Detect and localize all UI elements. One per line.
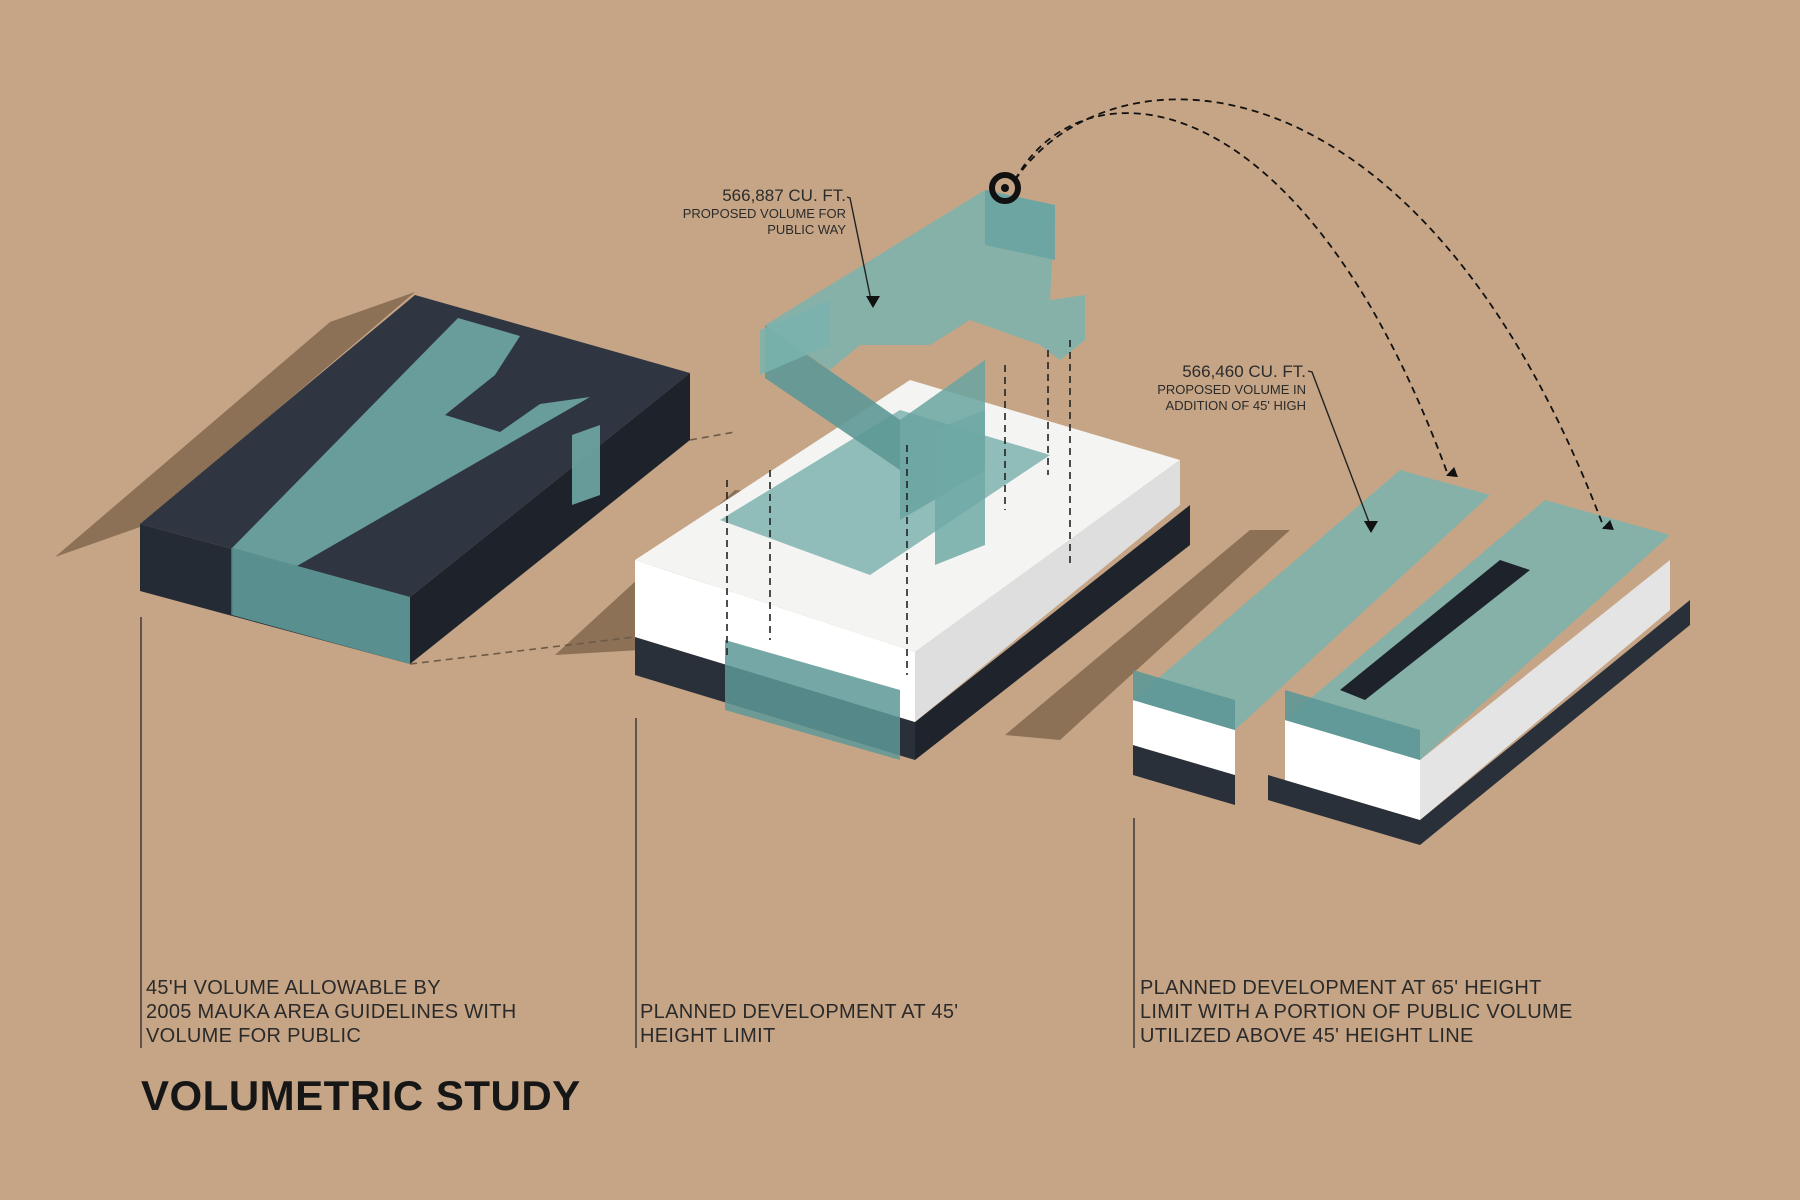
block-65ft-development [1005,470,1690,845]
block3-court-gap [1340,560,1530,700]
caption-leaders [140,617,1135,1048]
block3-right-base [1268,600,1690,845]
block3-left-glass [1133,470,1490,730]
caption-65ft-development: PLANNED DEVELOPMENT AT 65' HEIGHT LIMIT … [1140,976,1573,1048]
callout-leaders [846,196,1373,531]
callout-volume-above-45: 566,460 CU. FT. PROPOSED VOLUME IN ADDIT… [1040,362,1306,414]
caption-line: PLANNED DEVELOPMENT AT 45' [640,1001,959,1023]
leader-arrowheads [866,296,1378,533]
caption-line: 45'H VOLUME ALLOWABLE BY [146,977,441,999]
caption-line: VOLUME FOR PUBLIC [146,1025,362,1047]
block1-glass-front [232,548,410,664]
caption-line: LIMIT WITH A PORTION OF PUBLIC VOLUME [1140,1001,1573,1023]
origin-marker [989,172,1021,204]
projection-lines [409,340,1071,675]
block1-glass-slot [232,318,590,566]
block3-right-white [1285,720,1420,820]
page-title: VOLUMETRIC STUDY [141,1072,581,1119]
floating-glass-wing [760,300,830,375]
block3-right-white-side [1420,560,1670,820]
callout-volume-b-line1: PROPOSED VOLUME IN [1157,382,1306,397]
leader-volume-a [846,196,873,306]
block-45ft-development [555,380,1190,760]
floating-glass-volume [760,172,1085,565]
block1-shadow [55,292,415,557]
block3-shadow [1005,530,1290,740]
caption-allowable-volume: 45'H VOLUME ALLOWABLE BY 2005 MAUKA AREA… [146,976,517,1048]
floating-glass-front [765,325,900,470]
callout-volume-a-line2: PUBLIC WAY [767,222,846,237]
block1-glass-fin [572,425,600,505]
caption-line: UTILIZED ABOVE 45' HEIGHT LINE [1140,1025,1474,1047]
block1-side [410,373,690,664]
floating-glass-tower [985,190,1055,260]
floating-glass-column [935,410,985,565]
block2-base-side [915,505,1190,760]
block3-right-glass-front [1285,690,1420,760]
caption-45ft-development: PLANNED DEVELOPMENT AT 45' HEIGHT LIMIT [640,1000,958,1048]
block3-left-glass-front [1133,670,1235,730]
block2-white-side [915,460,1180,722]
block2-glass-front [725,640,900,760]
caption-line: HEIGHT LIMIT [640,1025,776,1047]
caption-line: PLANNED DEVELOPMENT AT 65' HEIGHT [1140,977,1542,999]
callout-volume-b-line2: ADDITION OF 45' HIGH [1165,398,1306,413]
leader-volume-b [1307,370,1373,531]
block3-right-glass [1285,500,1670,760]
callout-volume-a-value: 566,887 CU. FT. [722,186,846,205]
transfer-arrows [1014,98,1614,530]
caption-line: 2005 MAUKA AREA GUIDELINES WITH [146,1001,517,1023]
arrow-to-left-wing [1014,112,1458,478]
block3-left-white [1133,700,1235,775]
callout-volume-public-way: 566,887 CU. FT. PROPOSED VOLUME FOR PUBL… [580,186,846,238]
callout-volume-a-line1: PROPOSED VOLUME FOR [682,206,846,221]
arrow-to-right-wing [1014,98,1614,530]
block3-left-base [1133,745,1235,805]
callout-volume-b-value: 566,460 CU. FT. [1182,362,1306,381]
block-allowable-volume [55,292,690,664]
